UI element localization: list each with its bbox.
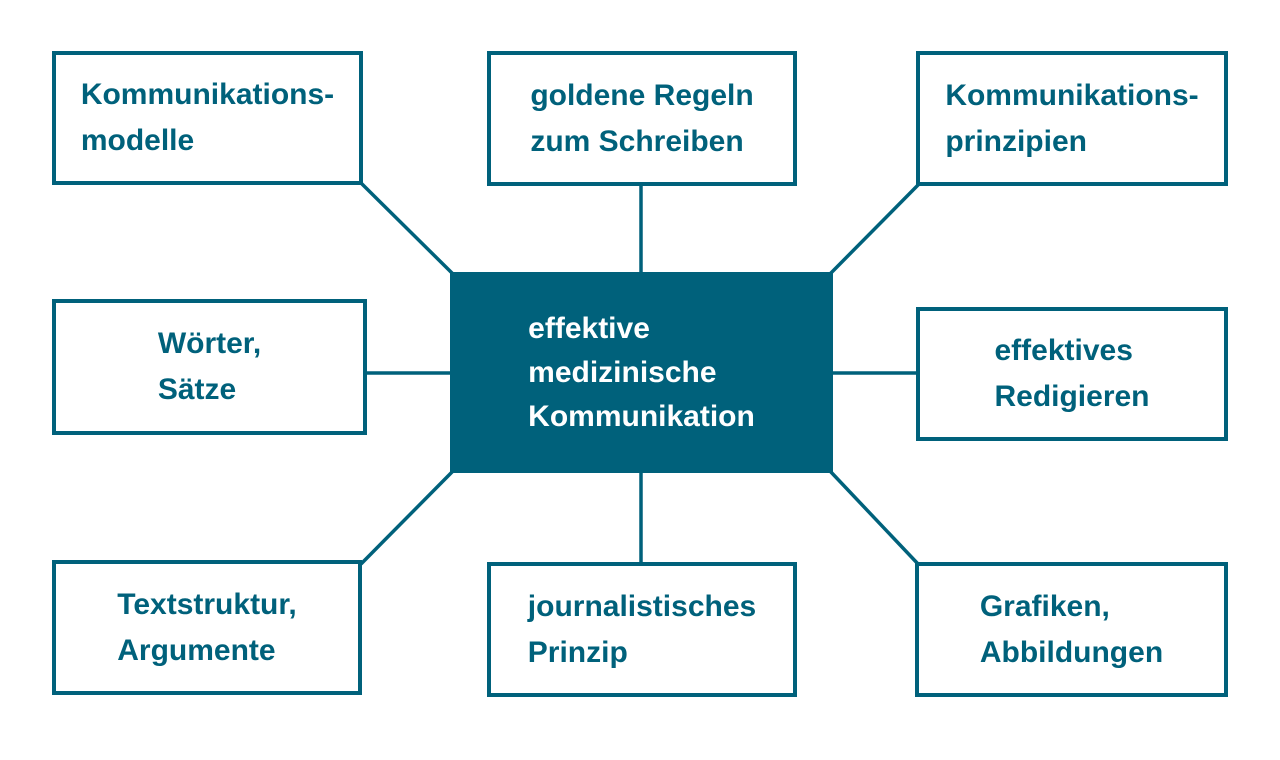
node-label-line: Grafiken, — [979, 589, 1110, 623]
node-label-line: Wörter, — [157, 327, 262, 360]
node-textstruktur-argumente: Textstruktur, Argumente — [52, 560, 362, 695]
node-grafiken-abbildungen: Grafiken, Abbildungen — [915, 562, 1228, 697]
node-kommunikationsprinzipien: Kommunikations- prinzipien — [916, 51, 1228, 186]
center-label-line: Kommunikation — [528, 399, 755, 433]
node-label-line: modelle — [80, 124, 195, 157]
node-label-line: goldene Regeln — [530, 78, 754, 112]
node-label-line: Textstruktur, — [117, 587, 297, 621]
connector-bottom-right — [828, 469, 921, 567]
node-journalistisches-prinzip: journalistisches Prinzip — [487, 562, 797, 697]
node-label-line: Redigieren — [994, 380, 1150, 413]
node-label-line: zum Schreiben — [530, 124, 744, 158]
node-center-effektive-medizinische-kommunikation: effektive medizinische Kommunikation — [450, 272, 833, 473]
node-label-line: Sätze — [157, 373, 237, 406]
node-label: Kommunikations- prinzipien — [945, 73, 1198, 165]
connector-top-left — [359, 181, 456, 277]
node-label-line: Kommunikations- — [80, 78, 335, 111]
connector-top-right — [827, 181, 922, 277]
node-label: journalistisches Prinzip — [528, 584, 756, 676]
node-label-line: Abbildungen — [979, 635, 1164, 669]
node-label-line: journalistisches — [527, 589, 757, 623]
center-label-line: medizinische — [528, 355, 717, 389]
node-label-line: Kommunikations- — [945, 78, 1199, 112]
center-label-line: effektive — [528, 311, 650, 345]
node-effektives-redigieren: effektives Redigieren — [916, 307, 1228, 441]
node-label-line: Prinzip — [527, 635, 628, 669]
node-label: Wörter, Sätze — [158, 321, 261, 413]
center-node-label: effektive medizinische Kommunikation — [528, 307, 755, 439]
node-kommunikationsmodelle: Kommunikations- modelle — [52, 51, 363, 185]
node-label: Textstruktur, Argumente — [117, 582, 297, 674]
node-label-line: effektives — [994, 334, 1133, 367]
node-label: effektives Redigieren — [994, 328, 1149, 420]
node-label: goldene Regeln zum Schreiben — [530, 73, 753, 165]
node-goldene-regeln: goldene Regeln zum Schreiben — [487, 51, 797, 186]
node-label-line: Argumente — [117, 633, 276, 667]
node-woerter-saetze: Wörter, Sätze — [52, 299, 367, 435]
node-label: Grafiken, Abbildungen — [980, 584, 1163, 676]
node-label-line: prinzipien — [945, 124, 1087, 158]
connector-bottom-left — [359, 469, 455, 566]
node-label: Kommunikations- modelle — [81, 72, 334, 164]
